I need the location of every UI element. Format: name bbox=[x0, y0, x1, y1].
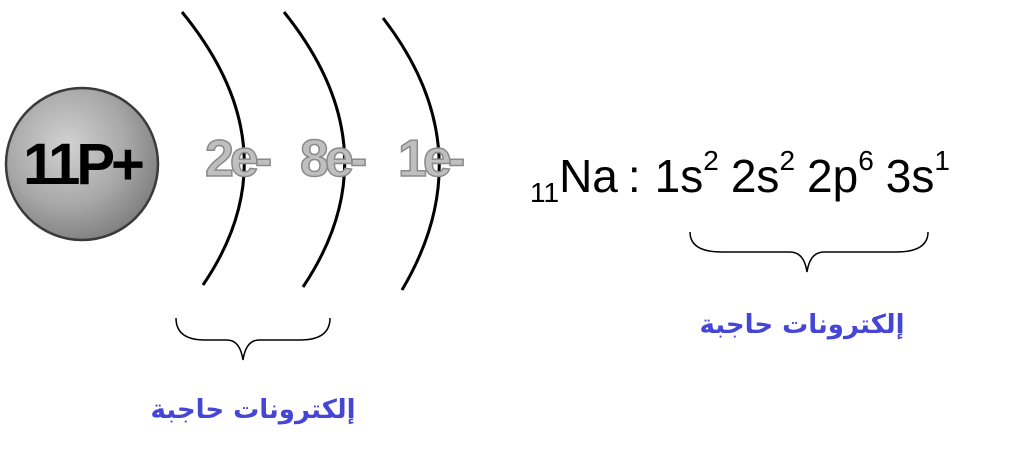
brace-left bbox=[176, 318, 330, 360]
element-symbol: Na bbox=[559, 150, 618, 202]
shell-label-2: 8e- bbox=[300, 130, 366, 188]
electrons-2p: 6 bbox=[858, 145, 874, 176]
shielding-electrons-label-right: إلكترونات حاجبة bbox=[699, 310, 904, 340]
orbital-1s: 1s bbox=[655, 150, 704, 202]
config-separator: : bbox=[628, 150, 641, 202]
electrons-3s: 1 bbox=[934, 145, 950, 176]
orbital-2p: 2p bbox=[807, 150, 858, 202]
shell-label-3: 1e- bbox=[398, 130, 464, 188]
shielding-electrons-label-left: إلكترونات حاجبة bbox=[150, 395, 355, 425]
orbital-3s: 3s bbox=[886, 150, 935, 202]
orbital-2s: 2s bbox=[731, 150, 780, 202]
nucleus: 11P+ bbox=[6, 88, 158, 240]
shell-labels: 2e- 8e- 1e- bbox=[205, 130, 464, 188]
brace-right bbox=[690, 232, 928, 272]
electrons-2s: 2 bbox=[779, 145, 795, 176]
atomic-number: 11 bbox=[530, 177, 559, 208]
shell-label-1: 2e- bbox=[205, 130, 271, 188]
electrons-1s: 2 bbox=[703, 145, 719, 176]
nucleus-label: 11P+ bbox=[23, 132, 143, 197]
